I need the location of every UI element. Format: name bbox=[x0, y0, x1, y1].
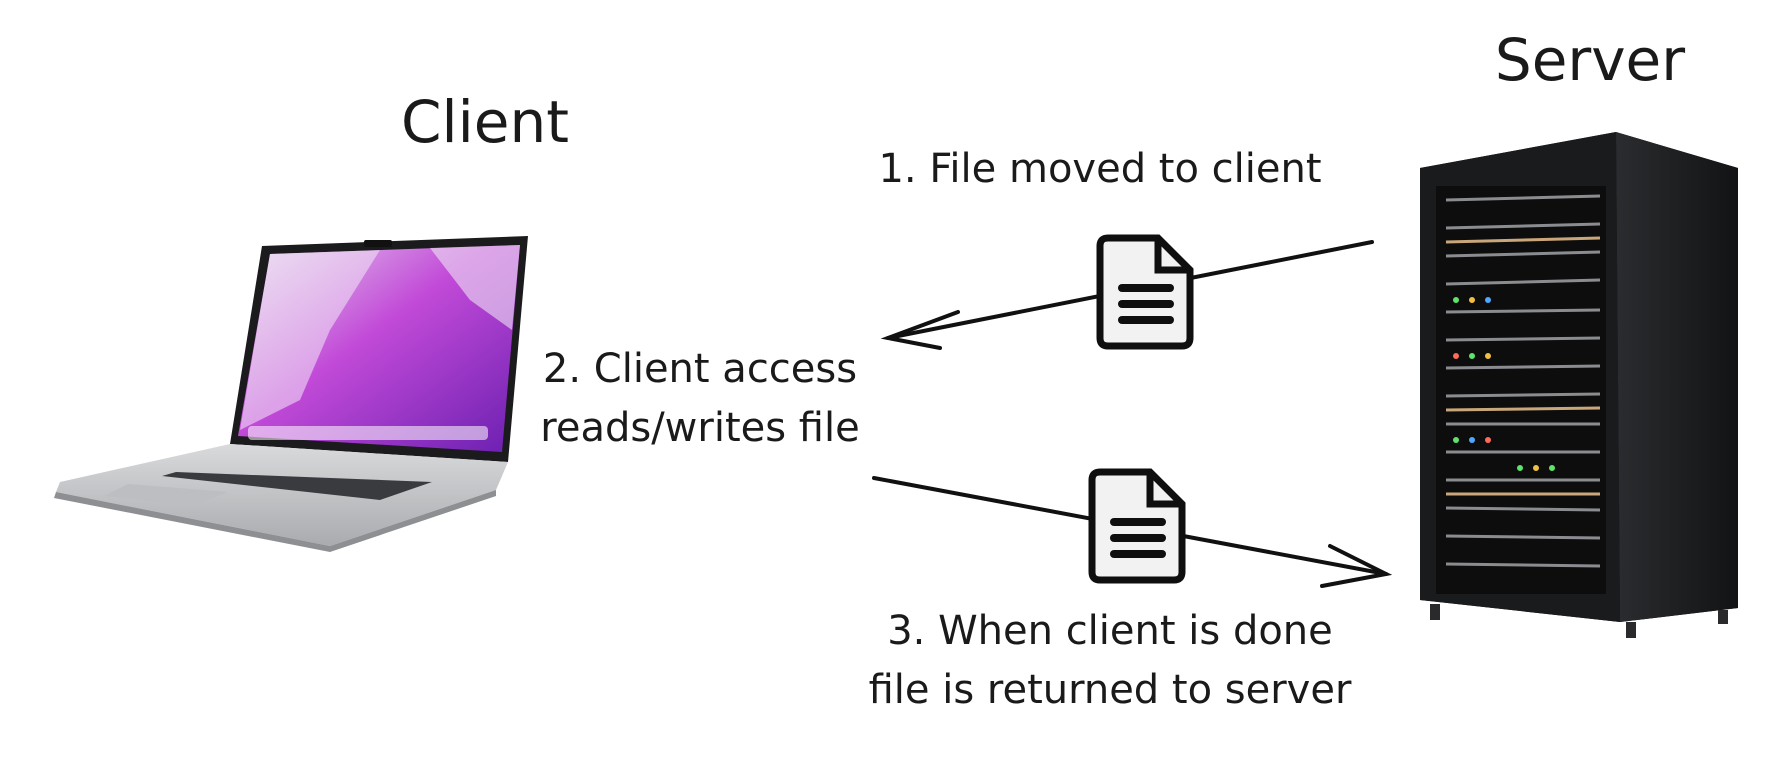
server-title: Server bbox=[1494, 26, 1686, 94]
step-3-line-2: file is returned to server bbox=[868, 667, 1352, 713]
document-icon bbox=[1088, 468, 1186, 584]
step-3-line-1: 3. When client is done bbox=[887, 608, 1333, 654]
laptop-icon bbox=[54, 236, 528, 552]
step-2-label: 2. Client access reads/writes file bbox=[520, 340, 880, 458]
document-icon bbox=[1096, 234, 1194, 350]
server-rack-icon bbox=[1420, 132, 1738, 638]
client-title: Client bbox=[401, 88, 569, 156]
step-3-label: 3. When client is done file is returned … bbox=[850, 602, 1370, 720]
step-2-line-2: reads/writes file bbox=[540, 405, 860, 451]
step-2-line-1: 2. Client access bbox=[542, 346, 858, 392]
step-1-label: 1. File moved to client bbox=[878, 146, 1322, 192]
